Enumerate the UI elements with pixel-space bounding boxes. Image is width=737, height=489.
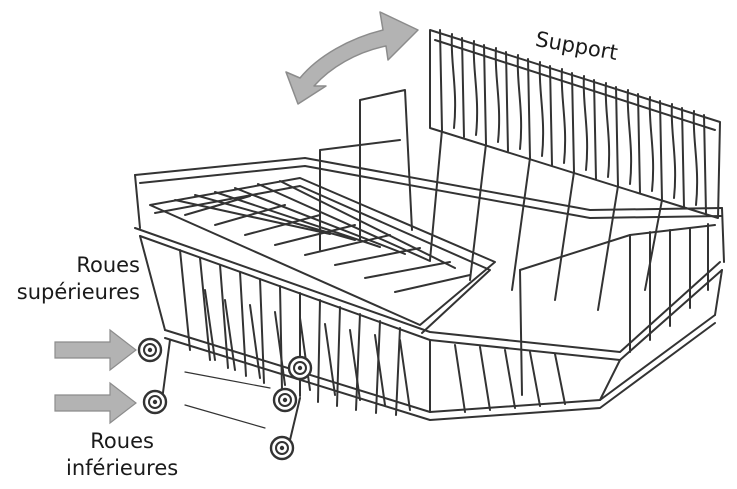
pointer-arrow-upper-icon xyxy=(54,328,137,372)
dishwasher-basket xyxy=(134,29,725,441)
upper-wheels-label: Roues supérieures xyxy=(17,252,140,306)
lower-wheels-label: Roues inférieures xyxy=(66,428,178,482)
axle-line xyxy=(184,371,271,429)
lower-wheels-label-line2: inférieures xyxy=(66,455,179,480)
pointer-arrow-lower-icon xyxy=(54,381,137,425)
lower-wheels-label-line1: Roues xyxy=(90,429,154,453)
upper-wheels-label-line2: supérieures xyxy=(16,279,140,304)
upper-wheels-label-line1: Roues xyxy=(76,253,140,277)
rotate-arrow-icon xyxy=(285,11,419,105)
